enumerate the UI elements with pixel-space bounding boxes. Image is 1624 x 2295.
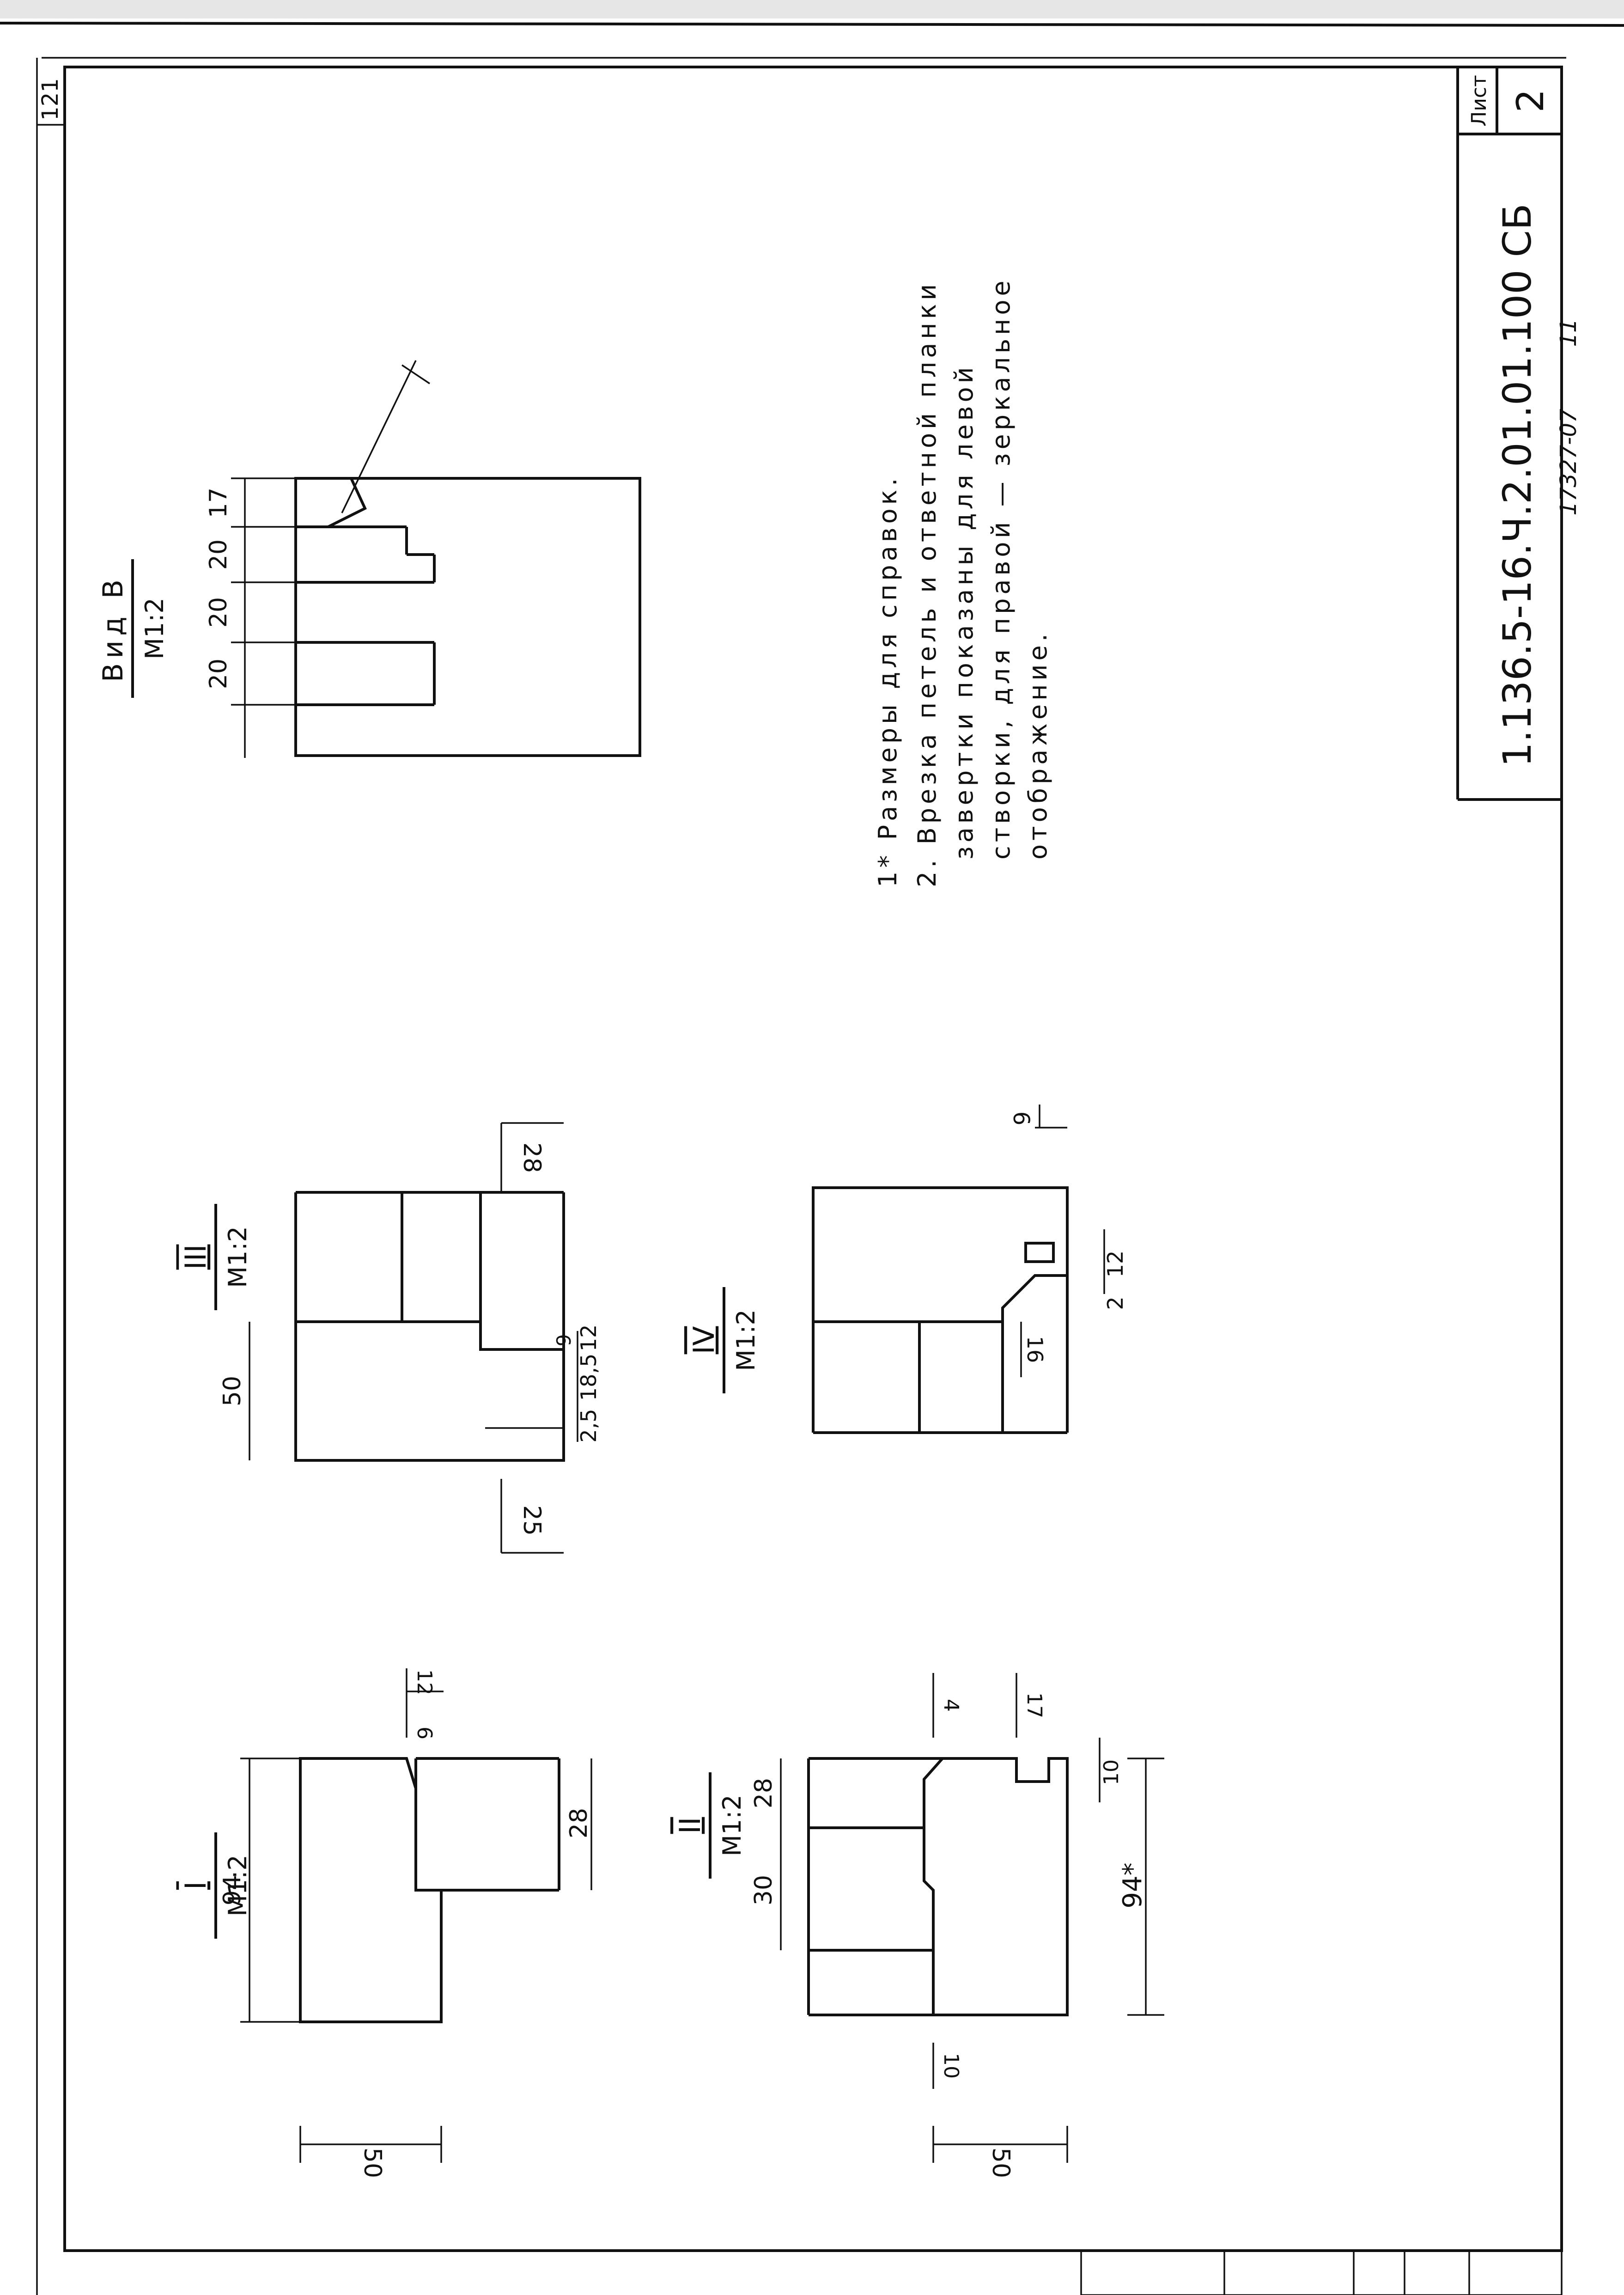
section-3-dim-50: 50 [219,1376,246,1406]
scan-edge-streak [0,22,1624,27]
view-b-dim-20-c: 20 [205,659,232,689]
bottom-stamp-cells [1080,2250,1563,2295]
section-3-dim-28: 28 [518,1142,546,1173]
view-b-dim-17: 17 [205,488,232,518]
archive-number: 17327-07 [1556,409,1581,516]
section-2-dim-30: 30 [750,1875,778,1905]
section-2-dim-28: 28 [750,1778,778,1808]
section-1-scale: М1:2 [223,1855,252,1917]
section-2-scale: М1:2 [718,1794,747,1856]
scan-edge [0,0,1624,18]
document-code: 1.136.5-16.Ч.2.01.01.100 СБ [1495,203,1540,767]
section-3: III М1:2 50 28 25 2,5 18,5 12 9 [179,1122,601,1554]
section-1-dim-6: 6 [413,1727,436,1740]
section-3-title: III [179,1245,213,1270]
section-2-title: II [673,1817,707,1834]
sheet-number: 2 [1509,89,1552,113]
section-1-title: I [179,1881,213,1890]
section-3-scale: М1:2 [223,1226,252,1288]
section-1-dim-12: 12 [413,1669,436,1695]
note-line-5: отображение. [1023,630,1052,860]
title-block [1456,67,1562,801]
section-2-dim-50: 50 [987,2148,1015,2178]
section-4-dim-12: 12 [1103,1251,1128,1278]
section-3-dim-9: 9 [553,1334,575,1347]
note-line-2: 2. Врезка петель и ответной планки [912,281,942,887]
section-3-dim-2-5: 2,5 [576,1409,601,1442]
view-b-scale: М1:2 [140,598,169,659]
section-4: IV М1:2 6 12 2 16 [687,1105,1128,1434]
note-line-4: створки, для правой — зеркальное [986,277,1016,860]
section-2-dim-94-star: 94* [1118,1862,1148,1908]
view-b-dim-20-b: 20 [205,597,232,628]
section-3-dim-25: 25 [518,1505,546,1536]
section-4-dim-2: 2 [1103,1296,1128,1310]
archive-mark: 11 [1556,318,1581,347]
section-4-scale: М1:2 [731,1309,760,1371]
section-1-dim-94: 94 [219,1875,246,1905]
section-4-title: IV [687,1326,721,1355]
section-2-dim-10-left: 10 [939,2053,963,2079]
notes-block: 1* Размеры для справок. 2. Врезка петель… [873,277,1052,887]
section-4-dim-16: 16 [1022,1336,1047,1363]
note-line-1: 1* Размеры для справок. [873,475,902,887]
section-2: II М1:2 28 30 94* 50 4 17 10 10 [673,1673,1164,2178]
section-1: I М1:2 94 28 50 12 6 [179,1668,593,2178]
view-b-dim-20-a: 20 [205,539,232,570]
section-1-dim-50: 50 [359,2148,386,2178]
section-3-dim-18-5: 18,5 [576,1354,601,1401]
section-3-dim-12: 12 [576,1325,601,1352]
note-line-3: завертки показаны для левой [949,363,979,860]
sheet-label: Лист [1467,75,1491,127]
view-b-title: Вид В [97,575,129,682]
section-4-dim-6: 6 [1008,1111,1034,1126]
section-2-dim-4: 4 [939,1699,963,1712]
section-2-dim-10: 10 [1100,1759,1123,1785]
corner-number: 121 [37,78,63,121]
drawing-frame [63,66,1563,2252]
section-1-dim-28: 28 [565,1808,593,1838]
view-b: Вид В М1:2 17 20 20 20 [97,360,641,758]
section-2-dim-17: 17 [1022,1692,1046,1718]
